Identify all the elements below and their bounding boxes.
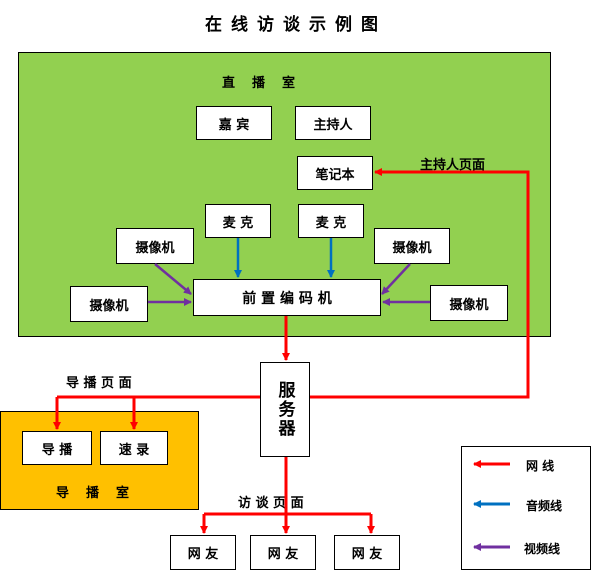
video-line-top-right [381, 263, 411, 295]
encoder-box: 前 置 编 码 机 [193, 279, 381, 316]
camera-top-right-box: 摄像机 [374, 228, 450, 264]
server-label: 服务器 [274, 381, 295, 438]
director-page-label: 导 播 页 面 [66, 376, 132, 391]
director-box: 导 播 [22, 431, 92, 465]
video-line-top-left [154, 263, 192, 295]
host-page-label: 主持人页面 [420, 158, 486, 173]
diagram-title: 在线访谈示例图 [205, 15, 387, 35]
netizen-box-2: 网 友 [250, 535, 316, 570]
stenographer-box: 速 录 [100, 431, 168, 465]
laptop-box: 笔记本 [297, 156, 373, 190]
legend [461, 446, 591, 570]
legend-label-audio: 音频线 [526, 499, 563, 513]
host-box: 主持人 [295, 106, 371, 140]
mic-right-box: 麦 克 [298, 204, 364, 238]
director-room-label: 导 播 室 [56, 486, 132, 501]
server-box: 服务器 [260, 362, 310, 457]
legend-label-video: 视频线 [524, 542, 561, 556]
camera-bottom-right-box: 摄像机 [430, 285, 508, 321]
network-line-server-laptop [310, 168, 530, 399]
camera-top-left-box: 摄像机 [116, 228, 194, 264]
camera-bottom-left-box: 摄像机 [70, 286, 148, 322]
guest-box: 嘉 宾 [196, 106, 272, 140]
mic-left-box: 麦 克 [205, 204, 271, 238]
studio-label: 直 播 室 [222, 76, 298, 91]
legend-label-network: 网 线 [526, 459, 555, 473]
